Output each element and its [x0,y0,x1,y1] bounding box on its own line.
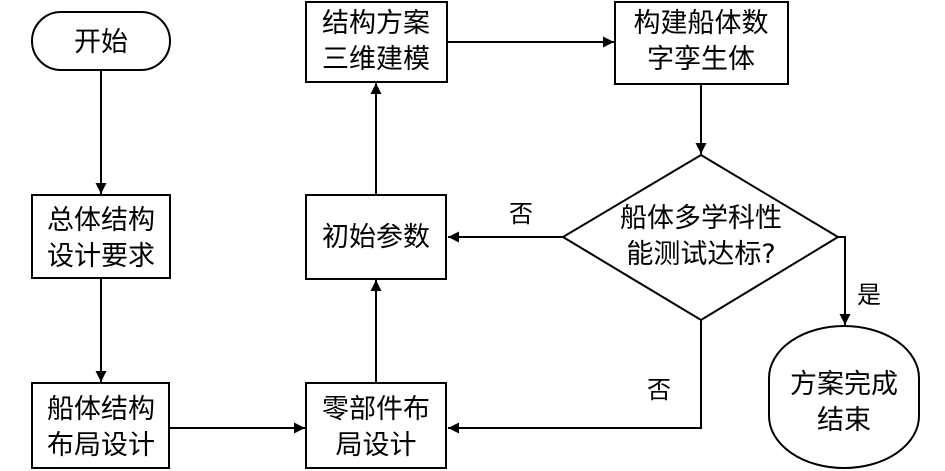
edge-decision-no-to-parts-layout [448,320,702,434]
start-terminal [31,11,171,71]
hull-layout-line1: 船体结构 [47,394,155,425]
parts-layout-box [305,382,447,469]
end-line1: 方案完成 [790,369,898,400]
overall-requirements-line2: 设计要求 [47,241,155,272]
3d-modeling-line2: 三维建模 [322,44,430,75]
digital-twin-line2: 字孪生体 [647,44,755,75]
parts-layout-line1: 零部件布 [322,394,430,425]
edge-decision-yes-to-end [838,236,851,325]
overall-requirements-line1: 总体结构 [47,205,155,236]
no-label-upper: 否 [509,200,533,228]
init-params-box [305,194,447,280]
end-line2: 结束 [817,405,871,436]
3d-modeling-box [305,1,448,83]
hull-layout-line2: 布局设计 [47,430,155,461]
hull-layout-box [31,382,170,469]
3d-modeling-line1: 结构方案 [322,8,430,39]
yes-label: 是 [857,281,881,309]
overall-requirements-box [31,194,171,279]
init-params-label: 初始参数 [322,222,430,253]
performance-test-decision [561,153,840,322]
start-label: 开始 [74,27,128,58]
end-terminal [768,325,920,469]
decision-line2: 能测试达标? [626,239,775,270]
digital-twin-box [614,1,789,85]
no-label-lower: 否 [647,376,671,404]
parts-layout-line2: 局设计 [336,430,417,461]
digital-twin-line1: 构建船体数 [634,8,769,39]
decision-line1: 船体多学科性 [620,203,782,234]
